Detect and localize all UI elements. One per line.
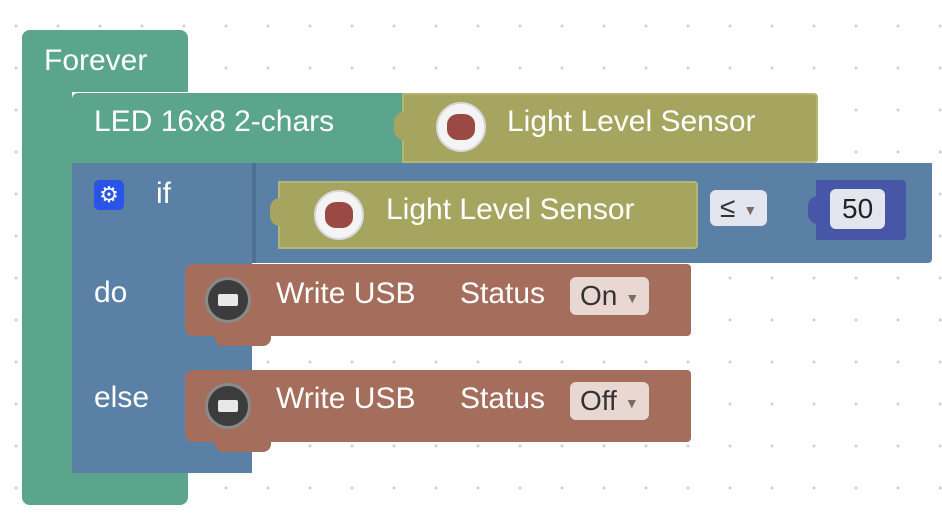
number-connector [808, 196, 826, 224]
if-condition-socket-edge [252, 163, 256, 263]
block-connector-tab [215, 334, 271, 346]
chevron-down-icon: ▼ [624, 394, 639, 411]
status-dropdown-else[interactable]: Off ▼ [570, 382, 649, 420]
write-usb-label-else: Write USB [276, 382, 416, 415]
block-connector-tab [215, 440, 271, 452]
write-usb-label-do: Write USB [276, 277, 416, 310]
status-value-else: Off [580, 385, 617, 416]
light-sensor-label-top: Light Level Sensor [507, 105, 756, 138]
light-sensor-icon [436, 102, 486, 152]
forever-block-bottom[interactable] [22, 472, 188, 505]
light-sensor-label-condition: Light Level Sensor [386, 193, 635, 226]
status-value-do: On [580, 280, 618, 311]
chevron-down-icon: ▼ [743, 201, 758, 218]
if-label: if [156, 177, 171, 210]
forever-label: Forever [44, 44, 148, 77]
do-label: do [94, 276, 128, 309]
forever-block[interactable] [22, 30, 188, 92]
comparison-operator-dropdown[interactable]: ≤▼ [710, 190, 768, 226]
forever-block-arm[interactable] [22, 30, 72, 505]
chevron-down-icon: ▼ [625, 289, 640, 306]
light-sensor-icon [314, 190, 364, 240]
status-label-do: Status [460, 277, 546, 310]
sensor-connector-top [394, 112, 412, 140]
sensor-connector-condition [270, 198, 288, 226]
status-label-else: Status [460, 382, 546, 415]
gear-icon[interactable]: ⚙ [94, 180, 124, 210]
operator-value: ≤ [720, 192, 736, 223]
led-display-block[interactable] [72, 93, 417, 163]
threshold-number-input[interactable]: 50 [830, 189, 886, 229]
usb-icon [205, 383, 251, 429]
led-display-label: LED 16x8 2-chars [94, 105, 335, 138]
status-dropdown-do[interactable]: On ▼ [570, 277, 650, 315]
usb-icon [205, 277, 251, 323]
else-label: else [94, 381, 150, 414]
